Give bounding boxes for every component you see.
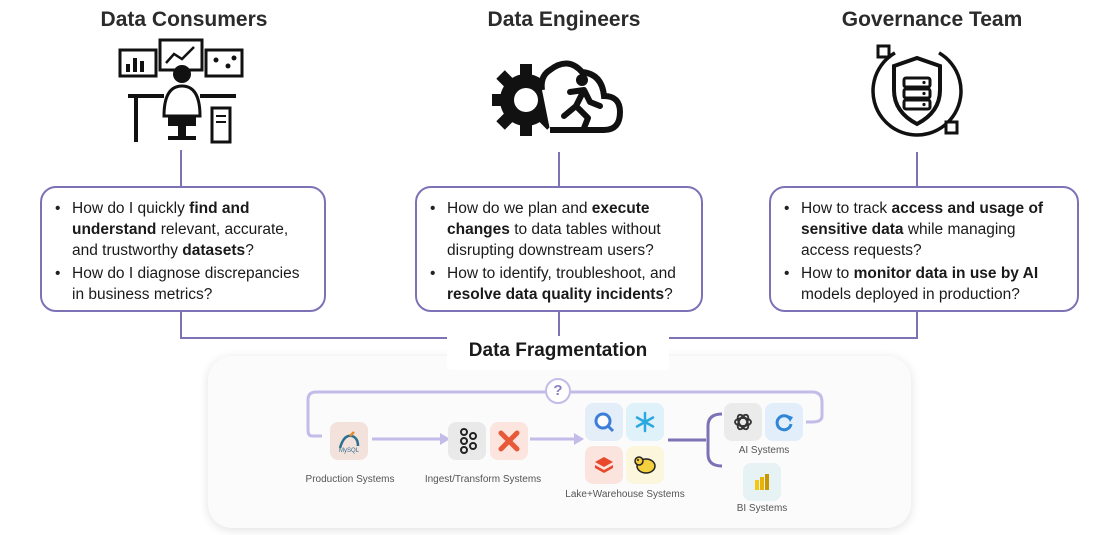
databricks-icon [585,446,623,484]
question-text: How to identify, troubleshoot, and [447,265,676,282]
svg-text:MySQL: MySQL [339,448,360,454]
question-item: How to identify, troubleshoot, and resol… [430,263,691,305]
question-text: How do we plan and [447,200,592,217]
data-fragmentation-label: Data Fragmentation [447,336,669,370]
ai-systems-caption: AI Systems [738,445,790,456]
heading-governance-team: Governance Team [841,8,1023,31]
bigquery-icon [585,403,623,441]
question-emphasis: datasets [182,242,246,259]
question-emphasis: monitor data in use by AI [853,265,1039,282]
bi-systems-caption: BI Systems [736,503,788,514]
production-systems-caption: Production Systems [305,474,395,485]
card-data-engineers: How do we plan and execute changes to da… [415,186,703,312]
question-text: How to [801,265,854,282]
question-mark-badge: ? [545,378,571,404]
refresh-ml-icon [765,403,803,441]
analyst-at-monitors-icon [118,38,244,144]
question-item: How do we plan and execute changes to da… [430,198,691,261]
question-item: How do I quickly find and understand rel… [55,198,314,261]
lake-warehouse-systems-caption: Lake+Warehouse Systems [565,489,685,500]
question-text: How to track [801,200,892,217]
ingest-transform-systems-caption: Ingest/Transform Systems [424,474,542,485]
kafka-icon [448,422,486,460]
shield-server-icon [871,44,963,137]
question-text: ? [245,242,254,259]
question-text: while managing access requests? [801,221,1016,259]
hadoop-icon [626,446,664,484]
card-governance-team: How to track access and usage of sensiti… [769,186,1079,312]
question-list: How do we plan and execute changes to da… [427,198,691,305]
airflow-icon [490,422,528,460]
question-list: How do I quickly find and understand rel… [52,198,314,305]
question-emphasis: access and usage of sensitive data [801,200,1044,238]
question-emphasis: execute changes [447,200,650,238]
gear-cloud-runner-icon [492,60,624,136]
mysql-icon: MySQL [330,422,368,460]
question-text: How do I diagnose discrepancies in busin… [72,265,300,303]
question-item: How do I diagnose discrepancies in busin… [55,263,314,305]
question-list: How to track access and usage of sensiti… [781,198,1067,305]
snowflake-icon [626,403,664,441]
openai-icon [724,403,762,441]
question-text: How do I quickly [72,200,190,217]
question-text: models deployed in production? [801,286,1020,303]
heading-data-consumers: Data Consumers [100,8,268,31]
question-item: How to monitor data in use by AI models … [784,263,1067,305]
card-data-consumers: How do I quickly find and understand rel… [40,186,326,312]
question-emphasis: find and understand [72,200,250,238]
question-text: relevant, accurate, and trustworthy [72,221,289,259]
heading-data-engineers: Data Engineers [487,8,641,31]
powerbi-icon [743,463,781,501]
question-emphasis: resolve data quality incidents [447,286,665,303]
question-item: How to track access and usage of sensiti… [784,198,1067,261]
question-text: ? [664,286,673,303]
question-text: to data tables without disrupting downst… [447,221,661,259]
